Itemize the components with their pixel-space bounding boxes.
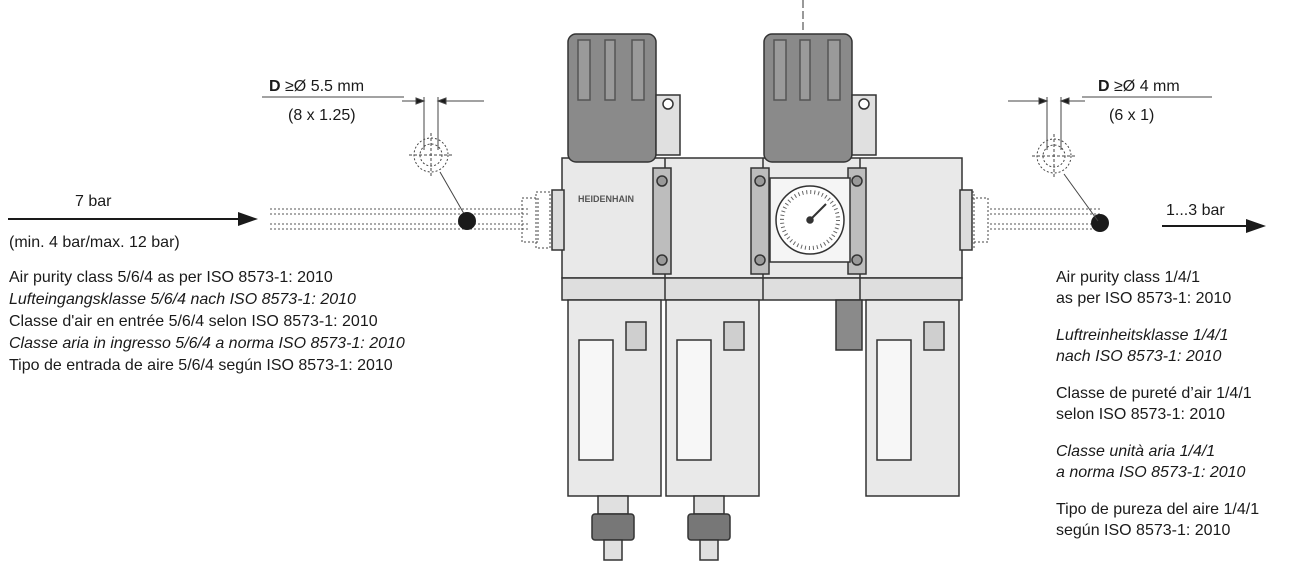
input-pressure-label: 7 bar bbox=[75, 193, 112, 210]
right-hose-section bbox=[1008, 96, 1212, 222]
right-purity-line: as per ISO 8573-1: 2010 bbox=[1056, 290, 1232, 307]
brand-label: HEIDENHAIN bbox=[578, 194, 634, 204]
left-purity-line: Lufteingangsklasse 5/6/4 nach ISO 8573-1… bbox=[9, 291, 356, 308]
left-purity-line: Tipo de entrada de aire 5/6/4 según ISO … bbox=[9, 357, 393, 374]
right-purity-line: Luftreinheitsklasse 1/4/1 bbox=[1056, 327, 1229, 344]
left-purity-line: Classe d'air en entrée 5/6/4 selon ISO 8… bbox=[9, 313, 378, 330]
left-dim-letter: D bbox=[269, 78, 281, 95]
right-dimension: D ≥Ø 4 mm bbox=[1098, 77, 1180, 97]
right-hose bbox=[990, 208, 1100, 230]
left-hose-section bbox=[262, 96, 484, 220]
left-hose bbox=[270, 208, 530, 230]
right-dim-letter: D bbox=[1098, 78, 1110, 95]
right-purity-line: según ISO 8573-1: 2010 bbox=[1056, 522, 1231, 539]
right-purity-line: Tipo de pureza del aire 1/4/1 bbox=[1056, 501, 1260, 518]
left-dimension-sub: (8 x 1.25) bbox=[288, 107, 356, 124]
input-pressure-arrow bbox=[8, 212, 258, 226]
left-connector bbox=[521, 191, 551, 249]
left-dim-value: ≥Ø 5.5 mm bbox=[285, 78, 365, 95]
right-connection-point bbox=[1091, 214, 1109, 232]
left-purity-line: Classe aria in ingresso 5/6/4 a norma IS… bbox=[9, 335, 405, 352]
right-purity-line: Air purity class 1/4/1 bbox=[1056, 269, 1201, 286]
right-purity-line: selon ISO 8573-1: 2010 bbox=[1056, 406, 1226, 423]
right-purity-line: Classe de pureté d’air 1/4/1 bbox=[1056, 385, 1252, 402]
right-purity-line: Classe unità aria 1/4/1 bbox=[1056, 443, 1216, 460]
left-connection-point bbox=[458, 212, 476, 230]
right-dim-value: ≥Ø 4 mm bbox=[1114, 78, 1180, 95]
right-purity-line: nach ISO 8573-1: 2010 bbox=[1056, 348, 1222, 365]
input-pressure-range: (min. 4 bar/max. 12 bar) bbox=[9, 234, 180, 251]
right-purity-line: a norma ISO 8573-1: 2010 bbox=[1056, 464, 1246, 481]
right-dimension-sub: (6 x 1) bbox=[1109, 107, 1155, 124]
filter-regulator-unit bbox=[551, 33, 973, 561]
output-pressure-arrow bbox=[1162, 219, 1266, 233]
left-purity-line: Air purity class 5/6/4 as per ISO 8573-1… bbox=[9, 269, 333, 286]
left-dimension: D ≥Ø 5.5 mm bbox=[269, 77, 364, 97]
output-pressure-label: 1...3 bar bbox=[1166, 202, 1225, 219]
